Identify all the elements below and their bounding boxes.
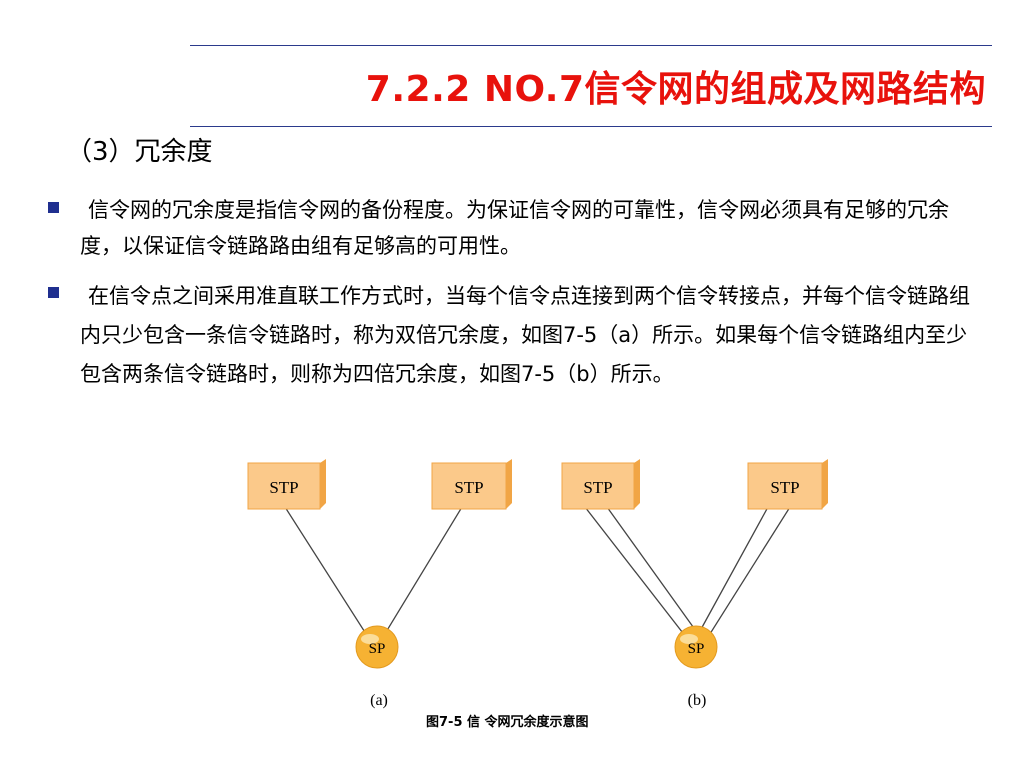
stp-node-b-left: STP	[561, 459, 640, 510]
stp-label: STP	[454, 478, 483, 497]
section-subtitle: （3）冗余度	[66, 137, 213, 167]
link-a-right	[382, 506, 463, 638]
stp-node-b-right: STP	[747, 459, 828, 510]
top-rule	[190, 45, 992, 46]
sp-label: SP	[688, 641, 705, 657]
square-bullet-icon	[48, 202, 59, 213]
sp-node-a: SP	[355, 625, 399, 669]
stp-node-a-left: STP	[247, 459, 326, 510]
stp-node-a-right: STP	[431, 459, 512, 510]
bullet-item-2: 在信令点之间采用准直联工作方式时，当每个信令点连接到两个信令转接点，并每个信令链…	[48, 277, 988, 394]
square-bullet-icon	[48, 287, 59, 298]
link-b-left-2	[606, 506, 697, 632]
link-b-right-2	[707, 506, 791, 638]
stp-label: STP	[269, 478, 298, 497]
link-a-left	[284, 506, 369, 638]
bullet-item-1: 信令网的冗余度是指信令网的备份程度。为保证信令网的可靠性，信令网必须具有足够的冗…	[48, 192, 988, 264]
figure-caption: 图7-5 信 令网冗余度示意图	[426, 715, 589, 730]
diagram-label-b: (b)	[688, 692, 707, 709]
bullet-text-1: 信令网的冗余度是指信令网的备份程度。为保证信令网的可靠性，信令网必须具有足够的冗…	[80, 198, 949, 258]
title-underline	[190, 126, 992, 127]
stp-label: STP	[770, 478, 799, 497]
stp-label: STP	[583, 478, 612, 497]
bullet-text-2: 在信令点之间采用准直联工作方式时，当每个信令点连接到两个信令转接点，并每个信令链…	[80, 284, 970, 386]
link-b-left-1	[584, 506, 687, 638]
link-b-right-1	[699, 506, 769, 632]
redundancy-diagram: STP STP STP STP SP SP	[240, 455, 840, 715]
slide-title: 7.2.2 NO.7信令网的组成及网路结构	[365, 69, 986, 110]
diagram-svg: STP STP STP STP SP SP	[247, 459, 828, 709]
diagram-label-a: (a)	[370, 692, 388, 709]
sp-label: SP	[369, 641, 386, 657]
sp-node-b: SP	[674, 625, 718, 669]
